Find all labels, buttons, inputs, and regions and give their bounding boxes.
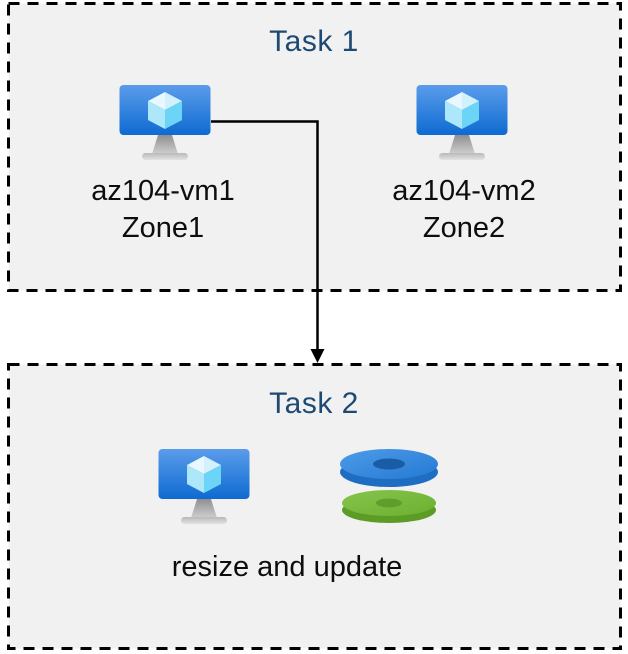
task2-box bbox=[7, 363, 622, 650]
vm1-label: az104-vm1 Zone1 bbox=[63, 173, 263, 247]
connector-line bbox=[211, 120, 319, 350]
task2-caption: resize and update bbox=[171, 551, 403, 583]
task1-title: Task 1 bbox=[269, 25, 359, 58]
vm1-name: az104-vm1 bbox=[91, 175, 235, 207]
task2-title: Task 2 bbox=[269, 387, 359, 420]
virtual-machine-icon bbox=[118, 84, 212, 164]
managed-disks-icon bbox=[336, 445, 442, 525]
vm2-name: az104-vm2 bbox=[392, 175, 536, 207]
virtual-machine-icon bbox=[415, 84, 509, 164]
connector-arrowhead bbox=[310, 349, 325, 363]
vm2-zone: Zone2 bbox=[422, 212, 506, 244]
vm2-label: az104-vm2 Zone2 bbox=[364, 173, 564, 247]
virtual-machine-icon bbox=[157, 448, 251, 528]
task1-box bbox=[7, 2, 622, 292]
vm1-zone: Zone1 bbox=[121, 212, 205, 244]
